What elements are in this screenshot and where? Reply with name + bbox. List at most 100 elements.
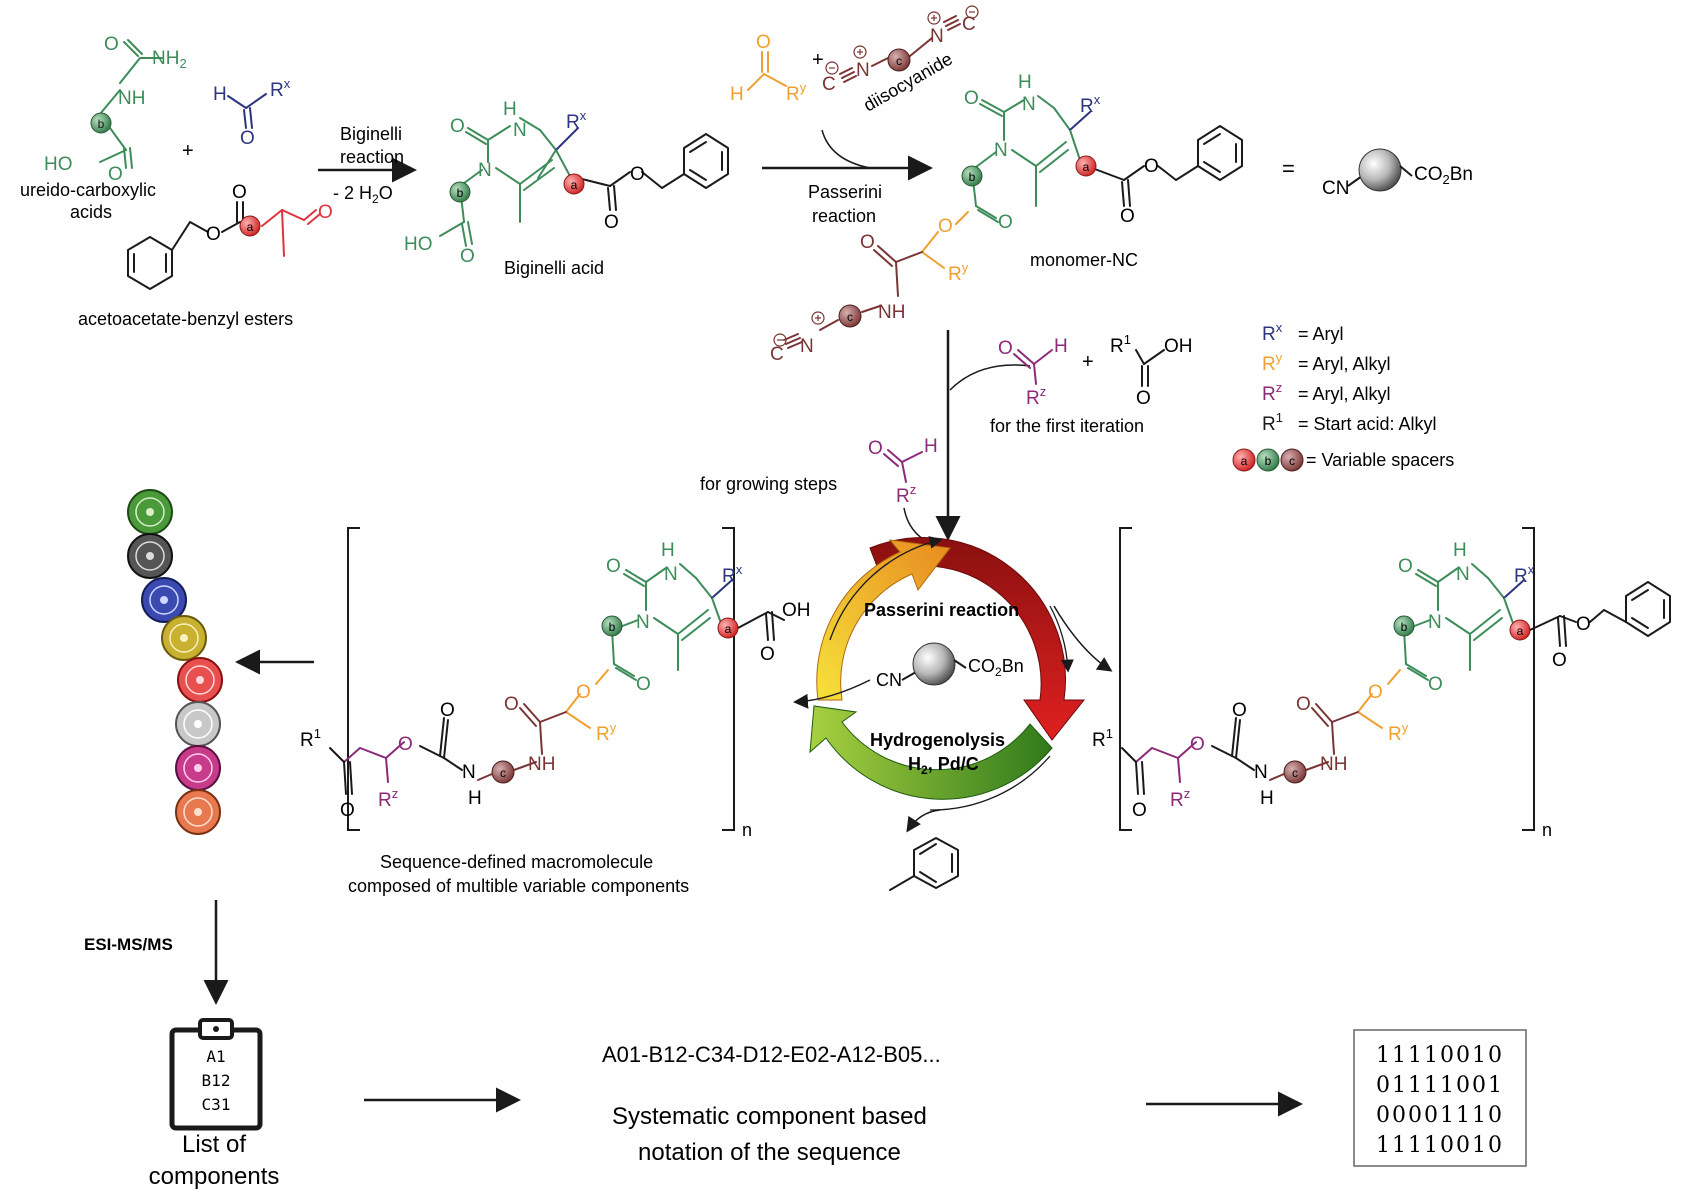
group-rx: Rx (566, 108, 587, 133)
atom-o: O (756, 32, 771, 53)
svg-text:c: c (896, 54, 902, 68)
svg-text:CN: CN (876, 670, 902, 690)
atom-ho: HO (44, 154, 73, 175)
spacer-b-icon: b (601, 615, 623, 637)
atom-nh: NH (528, 754, 555, 775)
group-ry: Ry (948, 260, 969, 285)
atom-o: O (606, 556, 621, 577)
cycle-passerini-label: Passerini reaction (864, 600, 1019, 620)
water-byproduct: - 2 H2O (333, 183, 393, 206)
spacer-a-icon: a (1075, 155, 1097, 177)
atom-o: O (1120, 206, 1135, 227)
biginelli-reaction-label-1: Biginelli (340, 124, 402, 144)
ester-methyl-ketone (261, 209, 321, 257)
binary-box: 11110010 01111001 00001110 11110010 (1353, 1029, 1527, 1167)
diisocyanide-structure (839, 15, 961, 83)
monomer-nc-label: monomer-NC (1030, 250, 1138, 270)
atom-n: N (664, 564, 678, 585)
atom-oh: OH (782, 600, 811, 621)
atom-o: O (460, 246, 475, 267)
svg-text:a: a (247, 220, 254, 234)
spacer-a-icon: a (1509, 619, 1531, 641)
legend: Rx = Aryl Ry = Aryl, Alkyl Rz = Aryl, Al… (1232, 320, 1454, 472)
ureido-carboxylic-acid-structure (99, 39, 163, 169)
svg-text:a: a (1083, 160, 1090, 174)
atom-n: N (800, 336, 814, 357)
svg-text:c: c (500, 766, 506, 780)
group-rz: Rz (378, 786, 398, 811)
svg-text:a: a (725, 622, 732, 636)
growing-steps-label: for growing steps (700, 474, 837, 494)
atom-h: H (730, 84, 744, 105)
toluene-structure (889, 837, 959, 891)
atom-o: O (108, 164, 123, 185)
svg-text:b: b (457, 186, 464, 200)
group-rx: Rx (1514, 562, 1535, 587)
atom-o: O (232, 182, 247, 203)
atom-nh: NH (878, 302, 905, 323)
svg-text:Rx: Rx (1262, 320, 1283, 345)
atom-o: O (504, 694, 519, 715)
passerini-label-2: reaction (812, 206, 876, 226)
atom-ho: HO (404, 234, 433, 255)
left-brackets (347, 527, 735, 831)
bead-chain-icon (127, 489, 223, 835)
atom-o: O (1232, 700, 1247, 721)
acetoacetate-label: acetoacetate-benzyl esters (78, 309, 293, 329)
repeat-n: n (1542, 820, 1552, 840)
atom-o: O (576, 682, 591, 703)
bead-orange (175, 789, 221, 835)
ureido-label-line1: ureido-carboxylic (20, 180, 156, 200)
svg-text:a: a (1517, 624, 1524, 638)
cycle-arc-red (869, 537, 1086, 741)
biginelli-reaction-label-2: reaction (340, 147, 404, 167)
toluene-arrow (906, 809, 941, 833)
group-r1: R1 (1110, 332, 1131, 357)
atom-n: N (930, 26, 944, 47)
reaction-cycle: Passerini reaction Hydrogenolysis H2, Pd… (809, 536, 1086, 811)
right-brackets (1119, 527, 1535, 831)
notation-label-1: Systematic component based (612, 1103, 927, 1130)
svg-text:b: b (98, 117, 105, 131)
atom-o: O (938, 216, 953, 237)
atom-h: H (924, 436, 938, 457)
spacer-b-icon: b (449, 181, 471, 203)
atom-o: O (1144, 156, 1159, 177)
bead-olive (161, 615, 207, 661)
legend-item-r1: R1 = Start acid: Alkyl (1262, 410, 1437, 435)
plus-sign: + (182, 140, 194, 162)
reagent-curve (821, 129, 871, 169)
svg-text:b: b (1265, 454, 1272, 468)
cycle-arc-green (809, 705, 1053, 800)
right-macromolecule-structure (1121, 563, 1671, 795)
charge-icons (825, 5, 979, 75)
atom-o: O (340, 800, 355, 821)
bead-magenta (175, 745, 221, 791)
svg-text:Rz: Rz (1262, 380, 1282, 405)
atom-o: O (318, 202, 333, 223)
svg-text:c: c (847, 310, 853, 324)
binary-row: 11110010 (1376, 1133, 1504, 1158)
svg-text:CO2Bn: CO2Bn (968, 656, 1024, 679)
atom-h: H (1260, 788, 1274, 809)
atom-o: O (1190, 734, 1205, 755)
biginelli-acid-label: Biginelli acid (504, 258, 604, 278)
atom-o: O (636, 674, 651, 695)
clipboard-line-2: B12 (202, 1071, 231, 1090)
legend-item-ry: Ry = Aryl, Alkyl (1262, 350, 1391, 375)
passerini-label-1: Passerini (808, 182, 882, 202)
spacer-b-icon: b (961, 165, 983, 187)
atom-o: O (760, 644, 775, 665)
spacer-a-icon: a (239, 215, 261, 237)
atom-h: H (1054, 336, 1068, 357)
group-rx: Rx (1080, 92, 1101, 117)
svg-text:= Start acid: Alkyl: = Start acid: Alkyl (1298, 414, 1437, 434)
svg-text:a: a (1241, 454, 1248, 468)
svg-text:CN: CN (1322, 178, 1349, 199)
macromolecule-caption-1: Sequence-defined macromolecule (380, 852, 653, 872)
atom-o: O (998, 338, 1013, 359)
atom-o: O (206, 224, 221, 245)
atom-n: N (462, 762, 476, 783)
group-r1: R1 (1092, 726, 1113, 751)
monomer-symbol: CN CO2Bn (1322, 148, 1473, 199)
